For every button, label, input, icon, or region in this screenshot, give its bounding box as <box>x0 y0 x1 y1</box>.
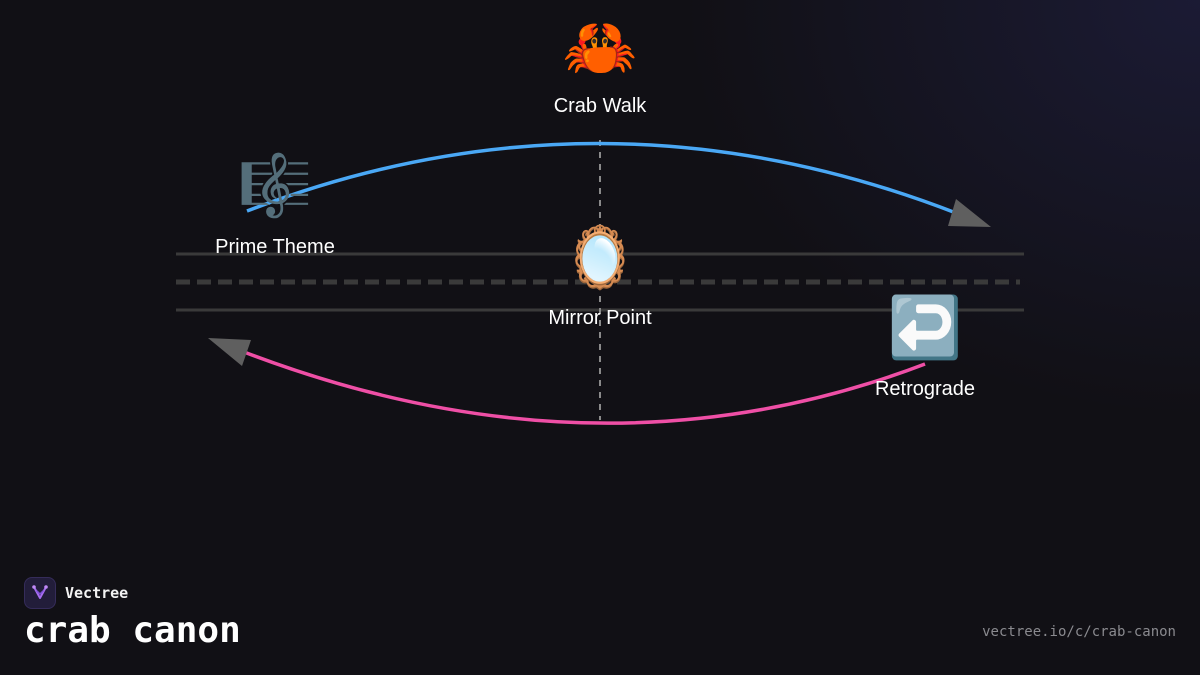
musical-score-icon: 🎼 <box>237 151 313 221</box>
brand-name: Vectree <box>65 584 129 602</box>
node-label-mirror-point: Mirror Point <box>548 307 652 329</box>
node-label-prime-theme: Prime Theme <box>215 236 335 258</box>
page-title: crab canon <box>24 610 241 651</box>
arrowhead-forward <box>948 199 991 227</box>
node-label-crab-walk: Crab Walk <box>553 95 647 117</box>
return-arrow-icon: ↩️ <box>887 293 963 363</box>
edge-prime-to-retrograde <box>246 141 957 215</box>
vectree-logo-icon <box>24 577 56 609</box>
crab-icon: 🦀 <box>562 13 638 83</box>
edge-retrograde-to-prime <box>243 350 926 425</box>
node-label-retrograde: Retrograde <box>874 378 976 400</box>
mirror-icon: 🪞 <box>562 223 638 293</box>
arrowhead-backward <box>208 338 251 366</box>
source-url[interactable]: vectree.io/c/crab-canon <box>982 624 1176 640</box>
brand: Vectree <box>24 577 128 609</box>
